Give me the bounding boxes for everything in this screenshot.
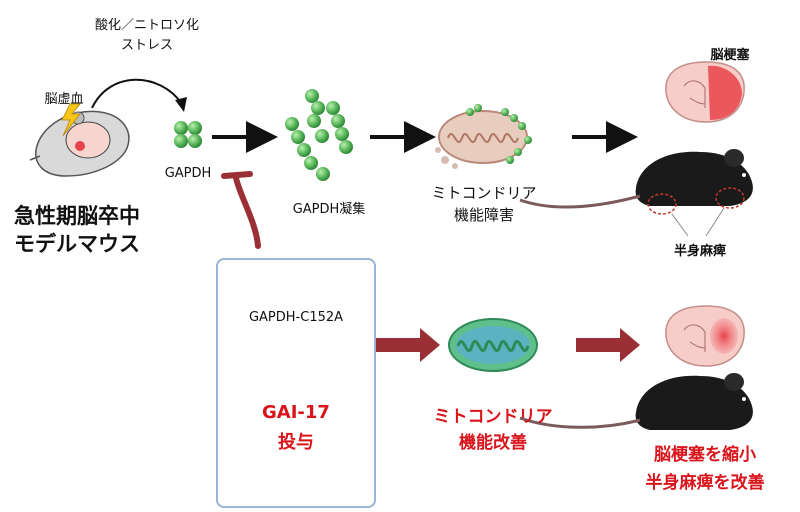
lightning-icon <box>61 103 81 137</box>
stress-label-2: ストレス <box>120 38 173 53</box>
arrow-4 <box>376 328 440 362</box>
hemiplegia-label: 半身麻痺 <box>673 244 726 259</box>
mito-dysfunction-label-1: ミトコンドリア <box>431 184 537 202</box>
outcome-label-1: 脳梗塞を縮小 <box>654 445 756 465</box>
mutant-label: GAPDH-C152A <box>248 310 344 325</box>
drug-label-1: GAI-17 <box>262 402 330 423</box>
gapdh-label: GAPDH <box>164 166 212 181</box>
black-mouse-icon <box>519 149 753 237</box>
mouse-brain-icon <box>29 110 130 177</box>
mito-improve-label-1: ミトコンドリア <box>433 407 553 427</box>
black-mouse-icon-2 <box>519 373 753 430</box>
drug-label-2: 投与 <box>278 432 314 453</box>
model-label-1: 急性期脳卒中 <box>14 204 140 228</box>
mito-improve-label-2: 機能改善 <box>459 433 527 453</box>
gapdh-aggregation-label: GAPDH凝集 <box>292 202 366 217</box>
inhibition-arrow-icon <box>221 171 261 249</box>
outcome-label-2: 半身麻痺を改善 <box>645 473 765 493</box>
gapdh-aggregate-icon <box>285 89 353 181</box>
healthy-mitochondrion-icon <box>448 318 538 372</box>
treatment-box <box>216 258 376 508</box>
stress-label-1: 酸化／ニトロソ化 <box>94 18 199 33</box>
brain-infarct-icon <box>665 61 745 123</box>
arrow-5 <box>576 328 640 362</box>
model-label-2: モデルマウス <box>14 232 140 256</box>
curved-arrow-icon <box>91 78 183 109</box>
damaged-mitochondrion-icon <box>435 104 532 169</box>
infarct-label: 脳梗塞 <box>710 48 750 63</box>
gapdh-tetramer-icon <box>174 121 202 148</box>
brain-reduced-infarct-icon <box>665 305 745 367</box>
mito-dysfunction-label-2: 機能障害 <box>453 206 514 224</box>
ischemia-label: 脳虚血 <box>44 92 84 107</box>
